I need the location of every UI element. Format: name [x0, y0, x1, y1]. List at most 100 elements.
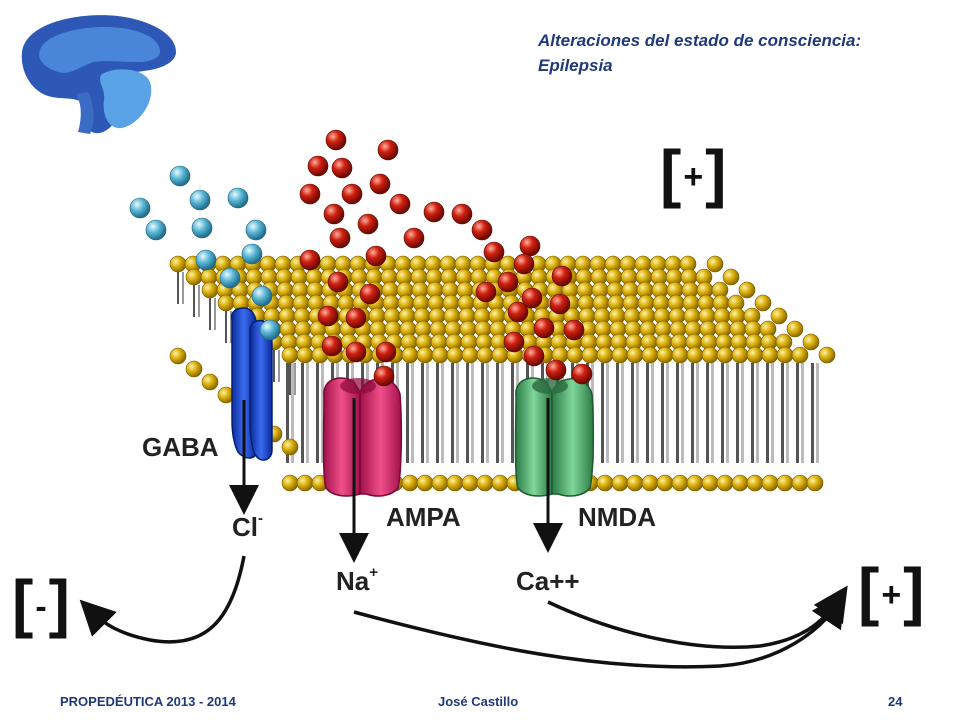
negative-sign: - — [35, 588, 49, 626]
lipid-tail — [741, 363, 744, 463]
lipid-tail — [306, 363, 309, 463]
lipid-tail — [316, 363, 319, 463]
cation-ion — [327, 271, 349, 293]
chloride-ion — [195, 249, 217, 271]
lipid-head — [738, 281, 756, 299]
cation-ion — [551, 265, 573, 287]
lipid-head — [791, 346, 809, 364]
cation-ion — [299, 183, 321, 205]
cation-ion — [321, 335, 343, 357]
lipid-head — [281, 438, 299, 456]
lipid-head — [401, 474, 419, 492]
lipid-tail — [601, 363, 604, 463]
chloride-charge: - — [258, 510, 263, 527]
lipid-head — [701, 474, 719, 492]
lipid-tail — [816, 363, 819, 463]
positive-sign: + — [683, 158, 706, 196]
lipid-head — [770, 307, 788, 325]
lipid-head — [731, 346, 749, 364]
cation-ion — [513, 253, 535, 275]
cation-ion — [451, 203, 473, 225]
cation-ion — [365, 245, 387, 267]
lipid-head — [596, 474, 614, 492]
lipid-head — [566, 346, 584, 364]
lipid-head — [671, 346, 689, 364]
lipid-tail — [436, 363, 439, 463]
cation-ion — [497, 271, 519, 293]
cation-ion — [571, 363, 593, 385]
lipid-head — [761, 474, 779, 492]
lipid-tail — [636, 363, 639, 463]
lipid-head — [611, 474, 629, 492]
lipid-head — [802, 333, 820, 351]
title-line-1: Alteraciones del estado de consciencia: — [538, 31, 862, 50]
lipid-head — [201, 373, 219, 391]
lipid-tail — [801, 363, 804, 463]
sodium-charge: + — [369, 564, 379, 581]
lipid-head — [686, 474, 704, 492]
lipid-head — [596, 346, 614, 364]
lipid-head — [706, 255, 724, 273]
bracket-close: ] — [48, 567, 72, 639]
chloride-to-negative-arrow — [79, 555, 246, 644]
cation-ions — [299, 129, 593, 387]
lipid-head — [746, 346, 764, 364]
bracket-close: ] — [705, 137, 729, 209]
chloride-ion — [169, 165, 191, 187]
lipid-head — [401, 346, 419, 364]
slide-title: Alteraciones del estado de consciencia: … — [538, 28, 948, 78]
lipid-tail — [421, 363, 424, 463]
lipid-tail — [471, 363, 474, 463]
chloride-ion — [191, 217, 213, 239]
lipid-tail — [321, 363, 324, 463]
lipid-tail — [286, 363, 289, 463]
lipid-head — [716, 346, 734, 364]
ampa-receptor-channel — [322, 377, 403, 497]
lipid-tail — [736, 363, 739, 463]
cation-ion — [329, 227, 351, 249]
chloride-ion — [145, 219, 167, 241]
lipid-tail — [666, 363, 669, 463]
cation-ion — [483, 241, 505, 263]
cation-ion — [563, 319, 585, 341]
lipid-tail — [691, 363, 694, 463]
lipid-head — [671, 474, 689, 492]
lipid-tail — [606, 363, 609, 463]
lipid-head — [746, 474, 764, 492]
brain-logo-icon — [21, 15, 176, 134]
cation-ion — [375, 341, 397, 363]
cation-ion — [369, 173, 391, 195]
cation-ion — [521, 287, 543, 309]
cation-ion — [299, 249, 321, 271]
bracket-open: [ — [12, 567, 36, 639]
lipid-head — [641, 346, 659, 364]
lipid-head — [446, 346, 464, 364]
lipid-head — [281, 346, 299, 364]
lipid-head — [201, 281, 219, 299]
lipid-tail — [441, 363, 444, 463]
lipid-head — [476, 346, 494, 364]
lipid-bilayer — [169, 255, 836, 492]
cation-ion — [403, 227, 425, 249]
lipid-tail — [661, 363, 664, 463]
lipid-head — [416, 474, 434, 492]
lipid-head — [491, 346, 509, 364]
lipid-tail — [291, 363, 294, 463]
chloride-symbol: Cl — [232, 512, 258, 542]
chloride-ion — [245, 219, 267, 241]
cation-ion — [533, 317, 555, 339]
nmda-receptor-channel — [514, 377, 595, 497]
lipid-tail — [796, 363, 799, 463]
lipid-tail — [301, 363, 304, 463]
cation-ion — [545, 359, 567, 381]
lipid-tail — [726, 363, 729, 463]
lipid-tail — [486, 363, 489, 463]
lipid-head — [776, 474, 794, 492]
footer-course: PROPEDÉUTICA 2013 - 2014 — [60, 694, 236, 709]
lipid-head — [786, 320, 804, 338]
lipid-tail — [786, 363, 789, 463]
lipid-tail — [411, 363, 414, 463]
lipid-head — [296, 346, 314, 364]
lipid-head — [446, 474, 464, 492]
